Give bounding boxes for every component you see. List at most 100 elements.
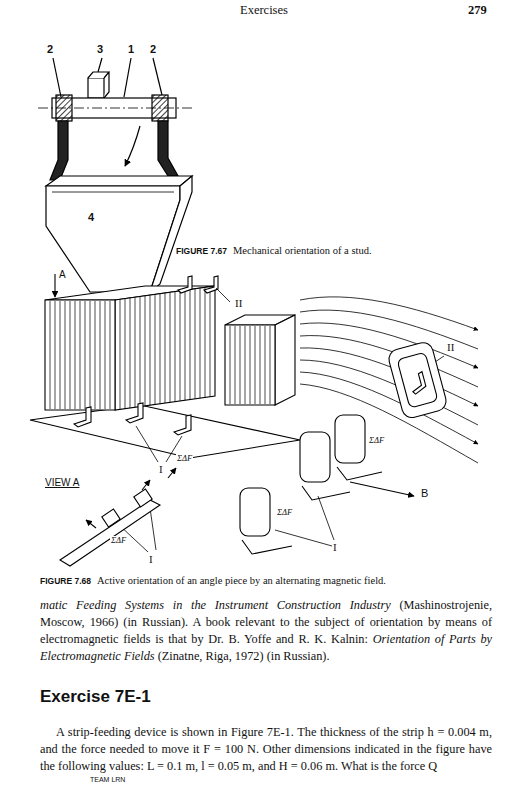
right-coil [225,315,295,405]
view-a-sketch [134,489,152,507]
orienting-coil [408,372,427,395]
stud-block [88,72,109,98]
view-label: VIEW A [44,478,80,488]
orienting-coil [335,415,365,463]
part-label: II [234,298,243,309]
force-label: ΣΔF [276,508,293,517]
coil-winding [175,292,176,402]
leader-line [124,58,131,97]
part-label: I [158,464,164,475]
leader-line [318,496,334,540]
force-label: ΣΔF [368,436,385,445]
coil-winding [135,297,136,407]
callout-number: 1 [128,44,134,55]
field-line [300,297,478,330]
coil-winding [90,301,91,409]
coil-winding [235,326,236,404]
view-letter: A [59,270,66,280]
coil-winding [50,287,360,524]
direction-arrow [350,482,414,496]
left-coil [45,286,215,410]
coil-winding [120,299,121,409]
hopper [46,176,192,186]
figure-number: FIGURE 7.68 [40,576,91,586]
callout-number: 3 [97,44,103,55]
coil-winding [155,294,156,404]
coil-winding [100,301,101,409]
orienting-coil [300,432,330,482]
stud-block [88,72,109,98]
stud-block [88,78,104,98]
figure-number: FIGURE 7.67 [176,246,227,256]
orienting-coil [387,340,449,419]
figure-caption: Active orientation of an angle piece by … [97,575,386,586]
magnetic-orienter-drawing [30,274,478,566]
text-block: FIGURE 7.68 Active orientation of an angl… [40,574,500,588]
coil-winding [140,297,141,407]
coil-winding [55,301,56,409]
angle-piece [74,407,91,427]
part-label: I [332,542,338,553]
right-coil [225,325,275,405]
coil-winding [150,295,151,405]
coil-winding [80,301,81,409]
coil-winding [205,287,206,397]
page-number: 279 [468,4,487,17]
angle-piece [74,276,218,435]
stud-orienter-drawing [38,58,192,292]
left-coil [115,286,215,410]
leader-line [53,58,162,97]
view-a-sketch [142,480,150,490]
coil-winding [105,301,106,409]
coil-winding [245,326,246,404]
body-text: (Zinatne, Riga, 1972) (in Russian). [155,649,330,663]
leader-line [150,508,156,550]
feed-plate [30,405,300,458]
text-block: A strip-feeding device is shown in Figur… [40,724,492,775]
body-text: A strip-feeding device is shown in Figur… [40,725,495,773]
coil-winding [210,287,211,397]
coil-winding [250,326,251,404]
leader-line [153,58,162,95]
figure-caption: Mechanical orientation of a stud. [233,245,372,256]
coil-winding [50,301,51,409]
motion-arrow [125,126,140,166]
leader-line [275,530,332,546]
coil-winding [170,292,171,402]
coil-winding [125,299,126,409]
coil-winding [255,326,256,404]
view-a-sketch [102,509,120,527]
force-label: ΣΔF [110,536,127,545]
coil-winding [185,290,186,400]
coil-winding [145,296,146,406]
leader-line [216,288,230,302]
view-a-sketch [86,520,96,528]
part-label: II [446,342,455,353]
orienting-coil [242,467,382,554]
coil-winding [130,298,131,408]
shaft [38,108,192,109]
angle-piece [204,276,218,293]
coil-winding [200,288,201,398]
right-coil [275,315,295,405]
angle-piece [126,403,143,423]
book-title: matic Feeding Systems in the Instrument … [40,598,391,612]
callout-number: 4 [88,212,94,223]
orienting-coil [240,488,270,536]
coil-winding [265,326,266,404]
coil-winding [190,290,191,400]
coil-winding [230,326,231,404]
hanger-arm [50,121,178,180]
callout-number: 2 [150,44,156,55]
coil-winding [160,294,161,404]
direction-label: B [420,488,429,499]
shaft [38,95,192,121]
leader-line [98,58,102,72]
coil-winding [85,301,86,409]
hanger-arm [158,121,178,176]
hopper [46,176,192,292]
leader-line [53,58,61,97]
force-label: ΣΔF [176,454,193,463]
